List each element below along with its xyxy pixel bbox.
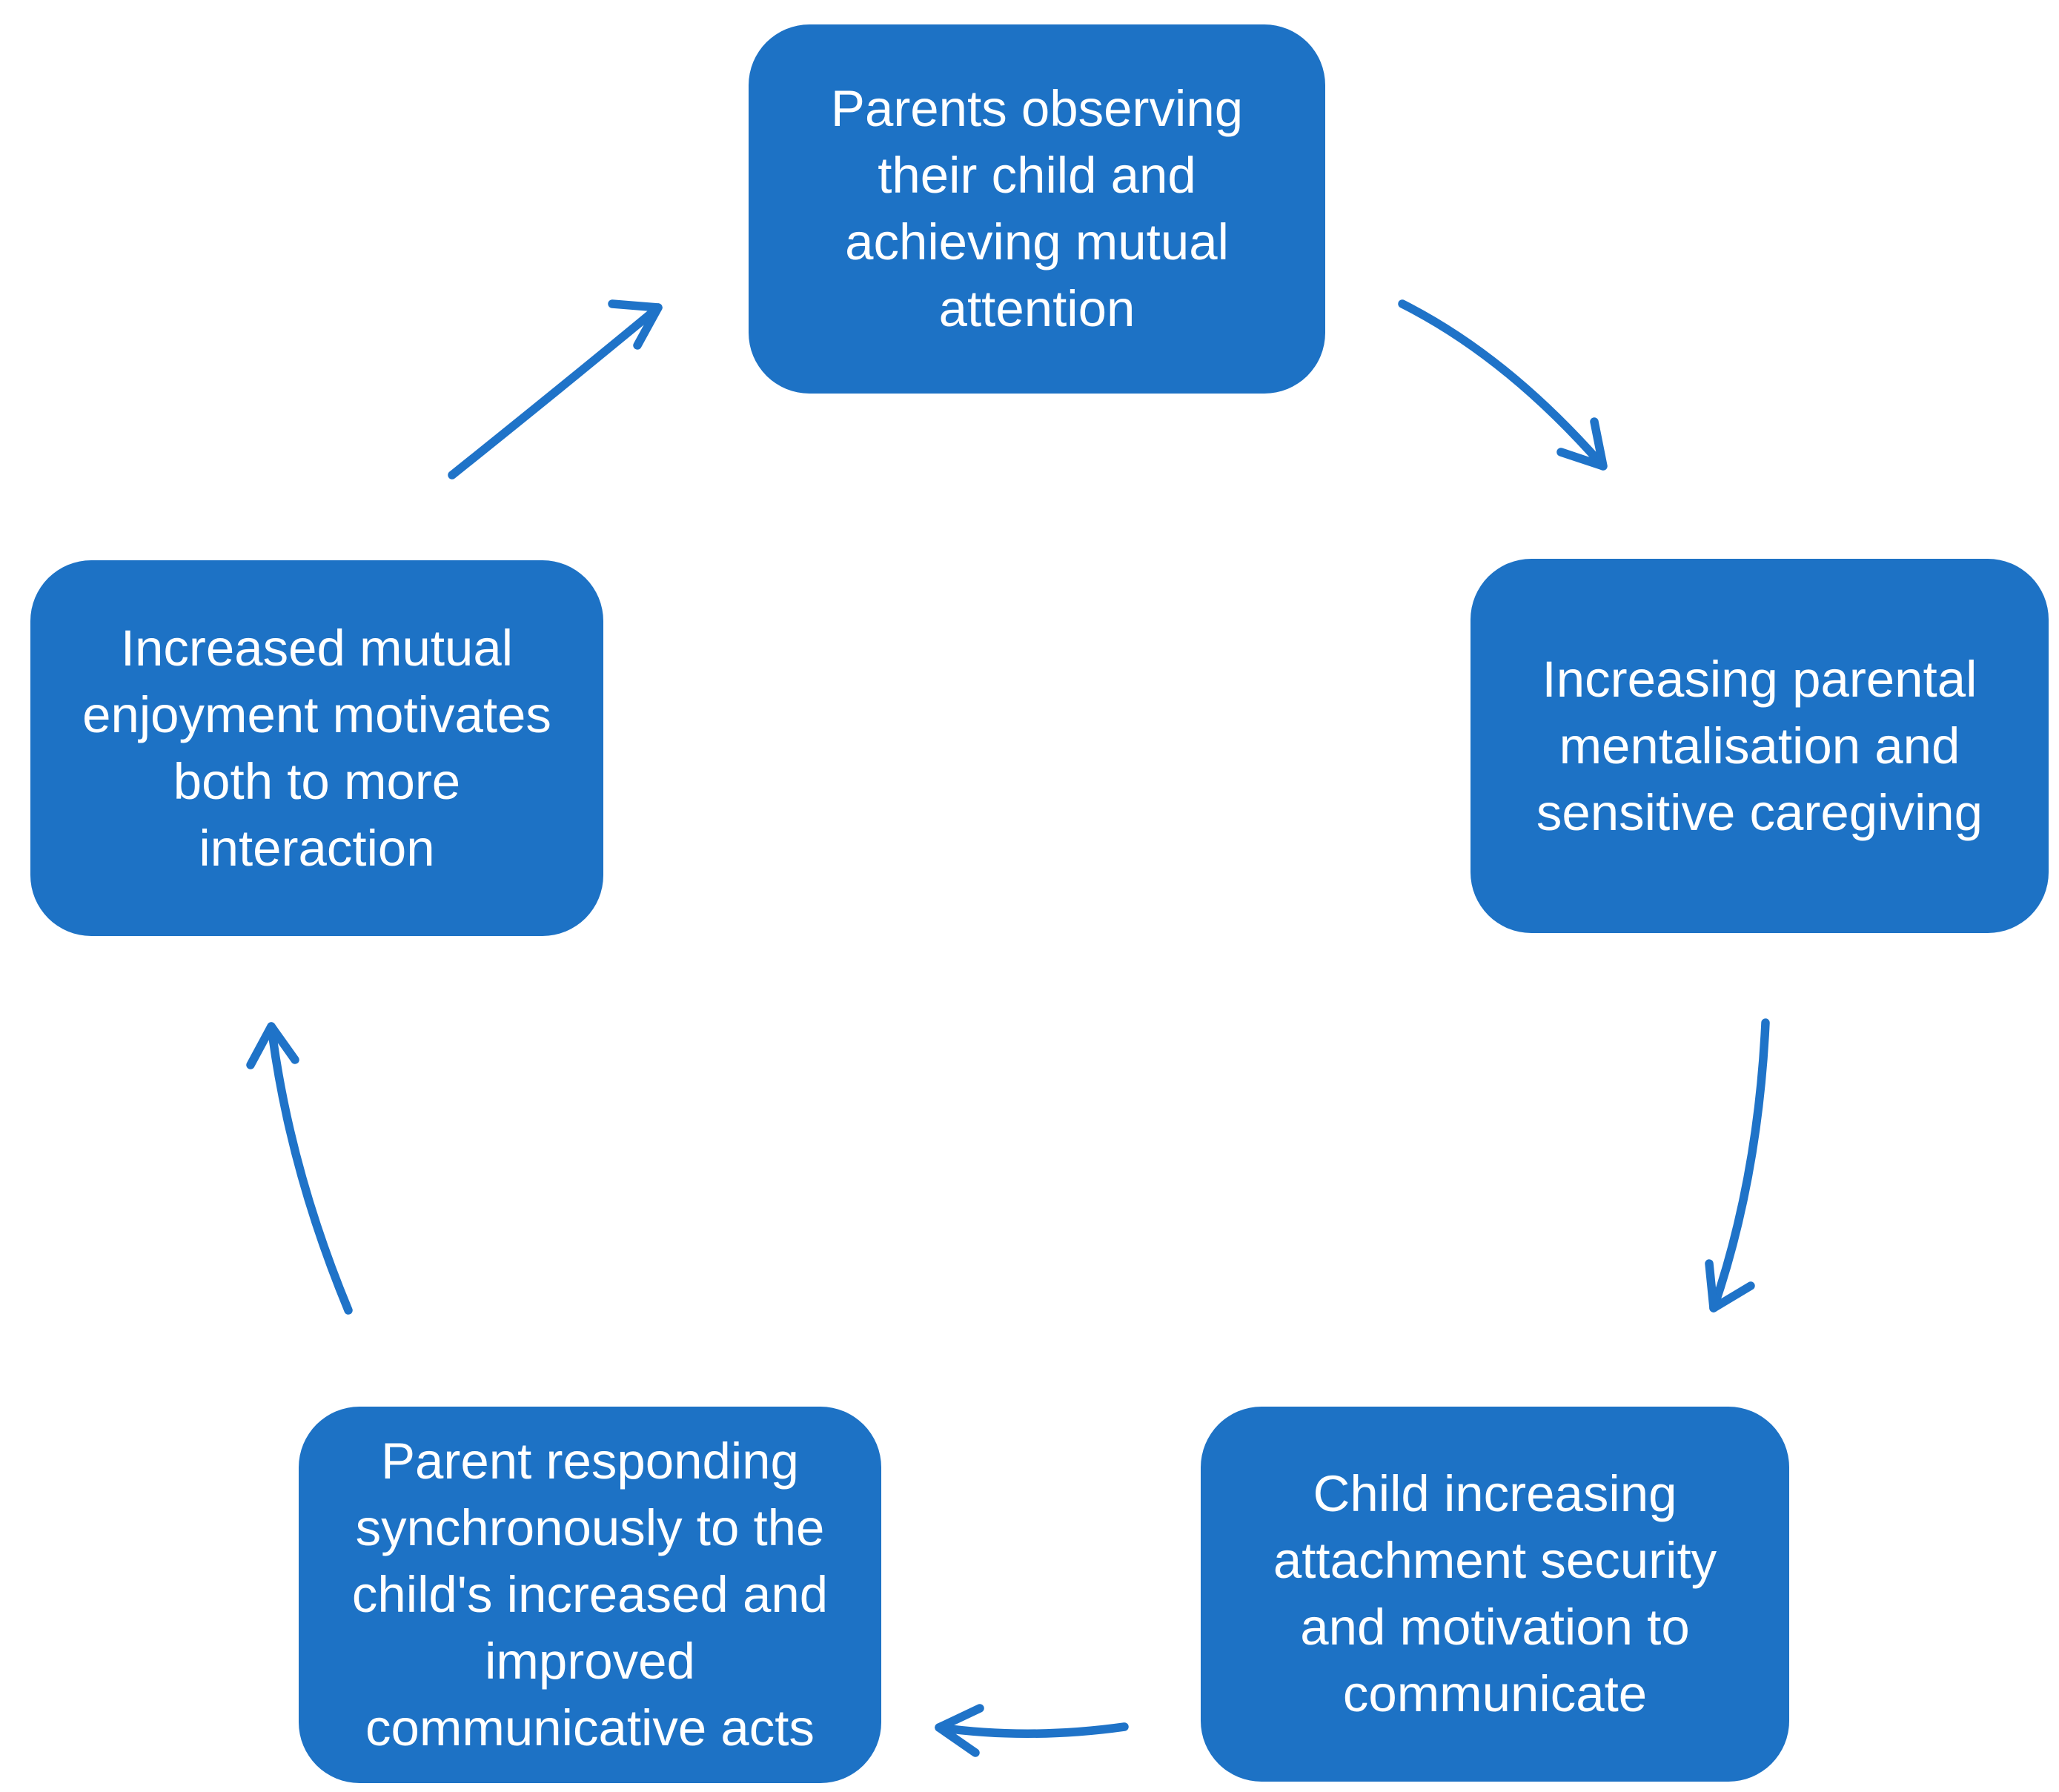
arrow-shaft	[1398, 299, 1607, 470]
arrow-head	[1705, 1259, 1755, 1313]
arrow-top-to-right	[1398, 299, 1608, 471]
arrow-head	[246, 1022, 299, 1069]
arrow-bottom-left-to-left	[246, 1022, 353, 1315]
arrow-left-to-top	[448, 299, 663, 479]
arrow-shaft	[1709, 1018, 1770, 1313]
arrow-head	[1556, 417, 1608, 471]
arrow-shaft	[448, 303, 663, 479]
arrow-head	[608, 299, 663, 350]
arrow-head	[935, 1704, 984, 1757]
arrow-bottom-right-to-bottom-left	[935, 1704, 1129, 1757]
arrow-shaft	[935, 1722, 1129, 1738]
arrow-right-to-bottom-right	[1705, 1018, 1770, 1313]
arrow-shaft	[267, 1022, 353, 1315]
